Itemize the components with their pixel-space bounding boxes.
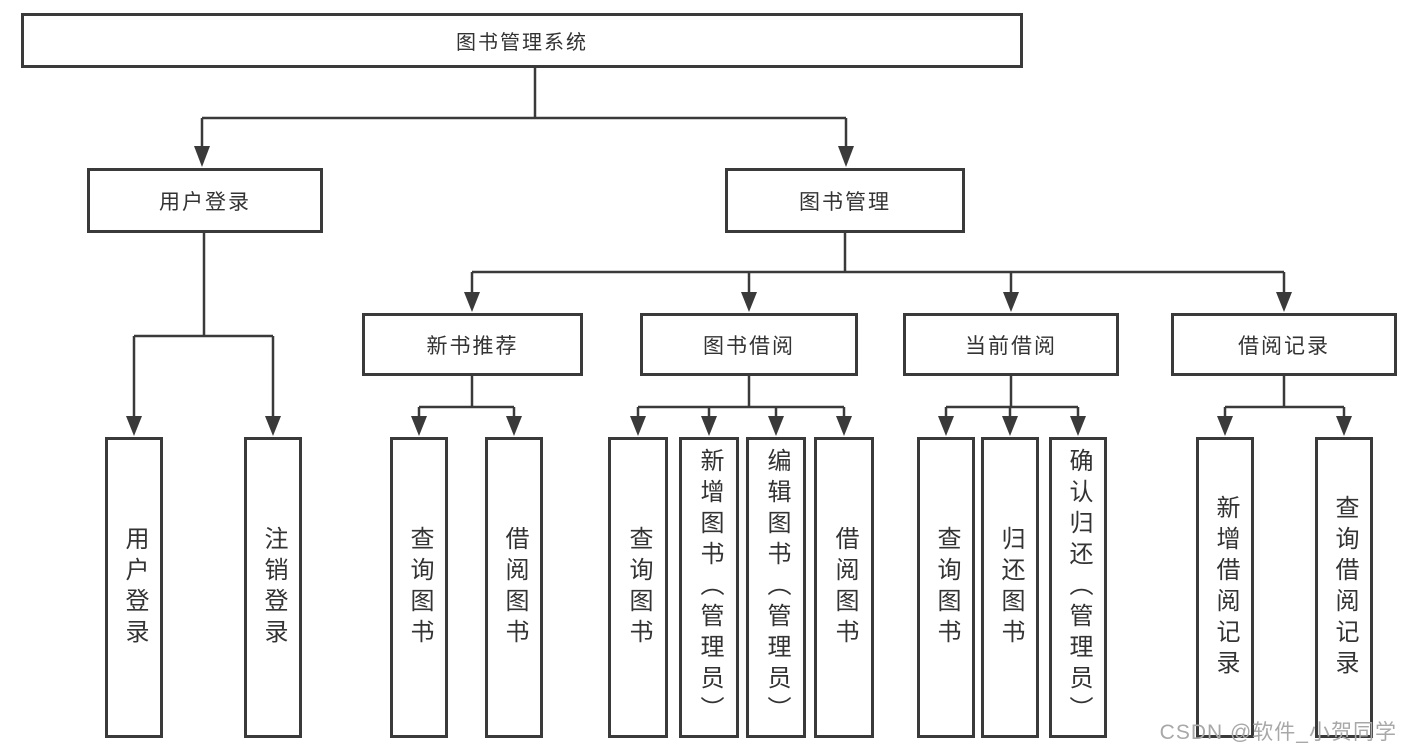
node-bb-borrow-books-label: 借阅图书 xyxy=(831,525,858,650)
node-bb-add-books-label: 新增图书（管理员） xyxy=(696,448,723,727)
node-user-login-label: 用户登录 xyxy=(159,190,251,214)
edge-borrowing-records-children xyxy=(1217,376,1352,436)
node-user-login-action-label: 用户登录 xyxy=(121,525,148,650)
node-cb-return-books: 归还图书 xyxy=(981,437,1039,738)
node-bb-edit-books-label: 编辑图书（管理员） xyxy=(763,448,790,727)
edge-root-to-level2 xyxy=(194,68,854,167)
node-root-label: 图书管理系统 xyxy=(456,32,588,54)
node-borrowing-records: 借阅记录 xyxy=(1171,313,1397,376)
node-bb-edit-books: 编辑图书（管理员） xyxy=(746,437,806,738)
node-nbr-query-books: 查询图书 xyxy=(390,437,448,738)
node-cb-confirm-return-label: 确认归还（管理员） xyxy=(1065,448,1092,727)
node-root: 图书管理系统 xyxy=(21,13,1023,68)
node-cb-query-books: 查询图书 xyxy=(917,437,975,738)
edge-user-login-children xyxy=(126,233,281,436)
node-bb-query-books-label: 查询图书 xyxy=(625,525,652,650)
node-cb-query-books-label: 查询图书 xyxy=(933,525,960,650)
node-bb-query-books: 查询图书 xyxy=(608,437,668,738)
node-cb-confirm-return: 确认归还（管理员） xyxy=(1049,437,1107,738)
node-book-borrowing-label: 图书借阅 xyxy=(703,334,795,358)
node-user-login: 用户登录 xyxy=(87,168,323,233)
node-nbr-borrow-books: 借阅图书 xyxy=(485,437,543,738)
node-user-login-action: 用户登录 xyxy=(105,437,163,738)
node-book-borrowing: 图书借阅 xyxy=(640,313,858,376)
node-br-add-record: 新增借阅记录 xyxy=(1196,437,1254,738)
node-current-borrowing-label: 当前借阅 xyxy=(965,334,1057,358)
node-cb-return-books-label: 归还图书 xyxy=(997,525,1024,650)
edge-current-borrowing-children xyxy=(938,376,1086,436)
node-new-book-recommend: 新书推荐 xyxy=(362,313,583,376)
csdn-watermark: CSDN @软件_小贺同学 xyxy=(1159,721,1397,744)
node-book-management: 图书管理 xyxy=(725,168,965,233)
node-borrowing-records-label: 借阅记录 xyxy=(1238,334,1330,358)
node-br-add-record-label: 新增借阅记录 xyxy=(1212,494,1239,681)
node-nbr-borrow-books-label: 借阅图书 xyxy=(501,525,528,650)
node-logout-action-label: 注销登录 xyxy=(260,525,287,650)
edge-new-book-recommend-children xyxy=(411,376,522,436)
node-br-query-record-label: 查询借阅记录 xyxy=(1331,494,1358,681)
node-new-book-recommend-label: 新书推荐 xyxy=(426,334,519,358)
node-book-management-label: 图书管理 xyxy=(799,190,891,214)
node-current-borrowing: 当前借阅 xyxy=(903,313,1119,376)
node-bb-add-books: 新增图书（管理员） xyxy=(679,437,739,738)
node-nbr-query-books-label: 查询图书 xyxy=(406,525,433,650)
node-logout-action: 注销登录 xyxy=(244,437,302,738)
edge-book-management-children xyxy=(464,233,1292,312)
edge-book-borrowing-children xyxy=(630,376,852,436)
node-bb-borrow-books: 借阅图书 xyxy=(814,437,874,738)
node-br-query-record: 查询借阅记录 xyxy=(1315,437,1373,738)
